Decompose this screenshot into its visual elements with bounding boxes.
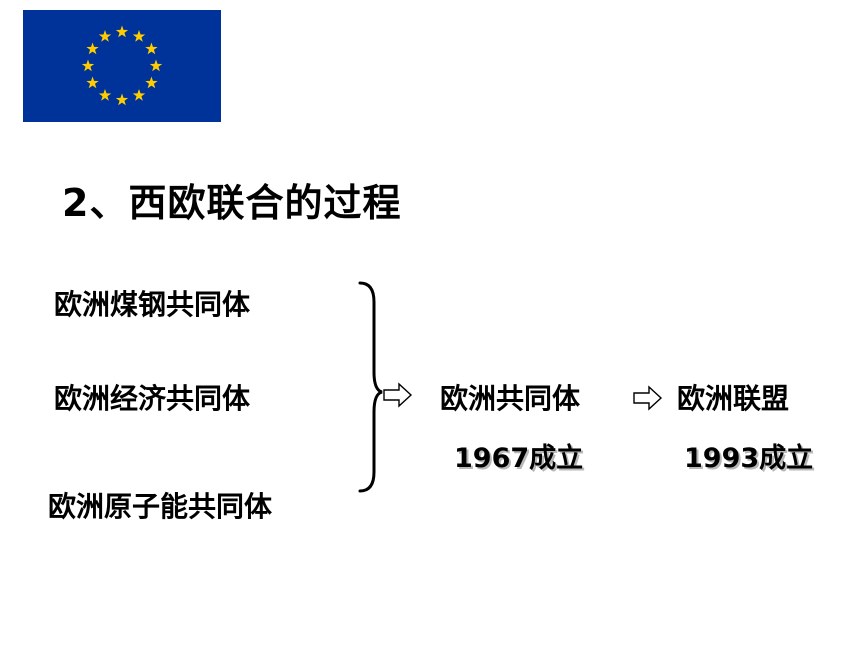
eu-flag-icon <box>23 10 221 122</box>
star-icon <box>98 30 112 42</box>
star-icon <box>115 93 129 106</box>
community-economic: 欧洲经济共同体 <box>54 382 251 415</box>
stage-european-community: 欧洲共同体 <box>440 382 581 415</box>
stage-european-community-note: 1967成立 <box>454 443 584 474</box>
star-icon <box>132 30 146 42</box>
star-icon <box>81 59 95 72</box>
star-icon <box>132 88 146 101</box>
star-icon <box>149 59 163 72</box>
star-icon <box>145 42 158 55</box>
star-icon <box>98 88 112 101</box>
star-icon <box>86 42 99 55</box>
stage-european-union-note: 1993成立 <box>684 443 814 474</box>
community-coal-steel: 欧洲煤钢共同体 <box>54 288 251 321</box>
hollow-right-arrow-icon <box>633 385 663 411</box>
right-brace-icon <box>356 280 386 494</box>
star-icon <box>115 25 129 38</box>
page-title: 2、西欧联合的过程 <box>62 181 402 225</box>
hollow-right-arrow-icon <box>383 382 413 408</box>
star-icon <box>145 76 158 89</box>
stage-european-union: 欧洲联盟 <box>677 382 790 415</box>
star-icon <box>86 76 99 89</box>
community-atomic-energy: 欧洲原子能共同体 <box>48 490 273 523</box>
